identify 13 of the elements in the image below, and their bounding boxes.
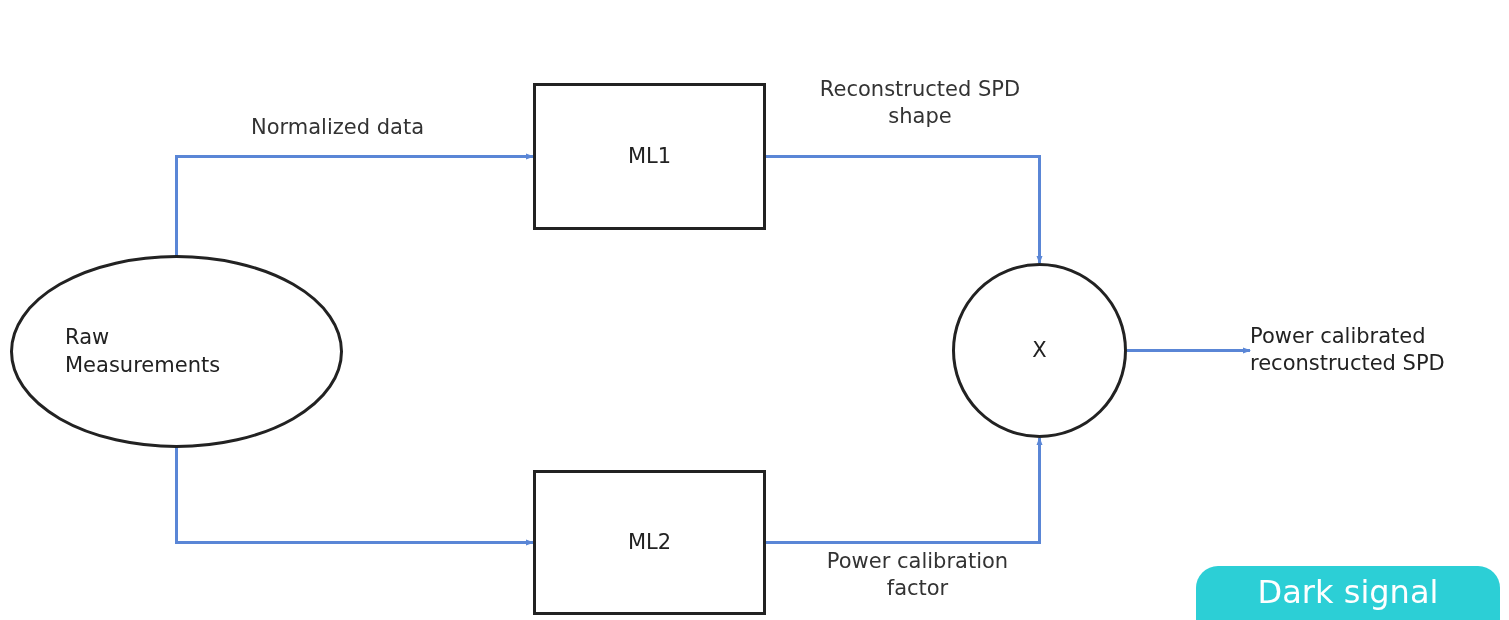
node-text: ML2 (627, 528, 672, 556)
node-text: ML1 (627, 142, 672, 170)
arrow (766, 155, 1043, 264)
arrow (175, 448, 534, 546)
tab-button: Dark signal (1196, 566, 1500, 620)
output-text: Power calibrated reconstructed SPD (1250, 322, 1446, 377)
arrow (1127, 347, 1251, 354)
node-text: X (1032, 336, 1047, 364)
arrow (175, 153, 534, 255)
node-text: Raw Measurements (64, 324, 222, 379)
process-box (533, 83, 766, 230)
arrow (766, 437, 1043, 544)
process-box (533, 470, 766, 615)
